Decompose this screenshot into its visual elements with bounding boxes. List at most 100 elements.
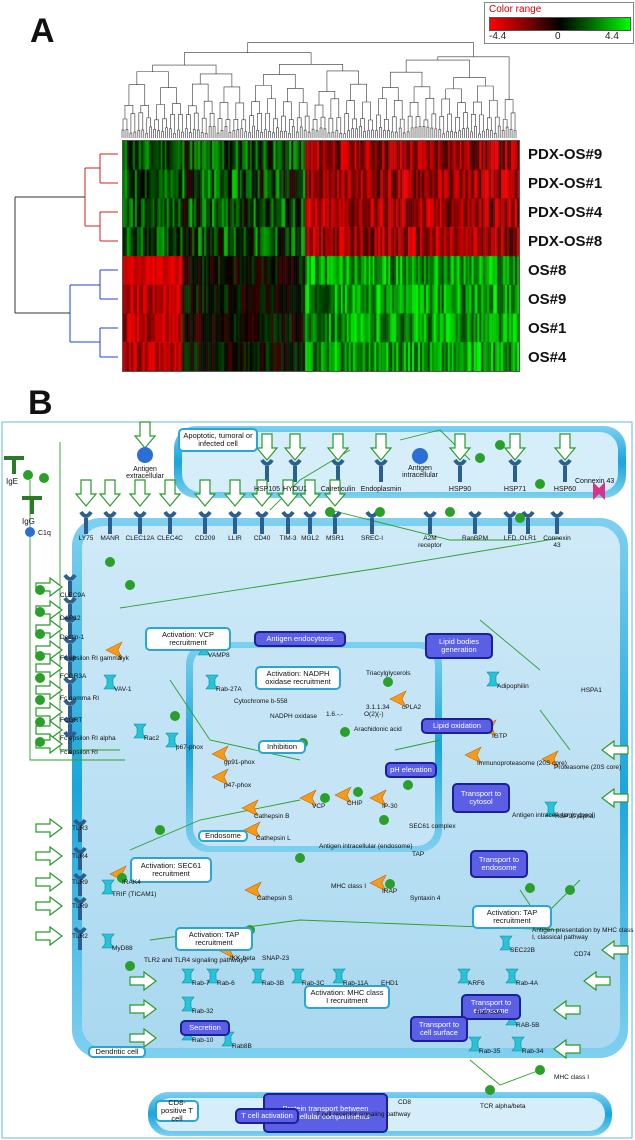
- hsp90a-icon: [544, 801, 558, 817]
- input-arrow-icon: [250, 479, 274, 507]
- activation-badge-icon: [23, 470, 33, 480]
- membrane-receptor-icon: [103, 510, 117, 534]
- top-protein-icon: [453, 458, 467, 482]
- activation-badge-icon: [298, 738, 308, 748]
- igg-icon: [22, 496, 42, 514]
- membrane-receptor-icon: [133, 510, 147, 534]
- top-protein-icon: [260, 458, 274, 482]
- left-receptor-icon: [63, 573, 77, 597]
- membrane-receptor-icon: [255, 510, 269, 534]
- antigen-intracellular-icon: [412, 448, 428, 464]
- cats-icon: [244, 881, 262, 899]
- legend-title: Color range: [489, 4, 542, 15]
- p67-icon: [165, 732, 179, 748]
- adipo-icon: [486, 671, 500, 687]
- rab27-icon: [205, 674, 219, 690]
- membrane-receptor-icon: [303, 510, 317, 534]
- membrane-receptor-icon: [423, 510, 437, 534]
- sample-label: PDX-OS#9: [528, 146, 603, 163]
- activation-badge-icon: [485, 1085, 495, 1095]
- rab34-icon: [511, 1036, 525, 1052]
- activation-badge-icon: [383, 677, 393, 687]
- activation-badge-icon: [35, 695, 45, 705]
- activation-badge-icon: [475, 453, 485, 463]
- activation-badge-icon: [35, 737, 45, 747]
- sample-label: OS#1: [528, 320, 567, 337]
- rab4a-icon: [505, 968, 519, 984]
- rab3c-icon: [291, 968, 305, 984]
- input-arrow-icon: [35, 895, 63, 917]
- tlr-icon: [73, 896, 87, 920]
- activation-badge-icon: [39, 473, 49, 483]
- input-arrow-icon: [35, 925, 63, 947]
- chip-icon: [334, 786, 352, 804]
- c1q-icon: [25, 527, 35, 537]
- activation-badge-icon: [125, 580, 135, 590]
- activation-badge-icon: [525, 883, 535, 893]
- activation-badge-icon: [320, 793, 330, 803]
- input-arrow-icon: [326, 433, 350, 461]
- sample-label: PDX-OS#4: [528, 204, 603, 221]
- activation-badge-icon: [155, 825, 165, 835]
- irap-icon: [369, 874, 387, 892]
- activation-badge-icon: [403, 780, 413, 790]
- input-arrow-icon: [133, 421, 157, 449]
- prot-icon: [541, 750, 559, 768]
- left-receptor-icon: [63, 730, 77, 754]
- input-arrow-icon: [35, 871, 63, 893]
- activation-badge-icon: [35, 651, 45, 661]
- tlr-icon: [73, 872, 87, 896]
- activation-badge-icon: [375, 507, 385, 517]
- arf6-icon: [457, 968, 471, 984]
- membrane-receptor-icon: [281, 510, 295, 534]
- panel-b-letter: B: [28, 384, 53, 422]
- activation-badge-icon: [340, 727, 350, 737]
- connexin-icon: [593, 482, 605, 500]
- activation-badge-icon: [35, 585, 45, 595]
- input-arrow-icon: [601, 739, 629, 761]
- p47-icon: [211, 768, 229, 786]
- top-protein-icon: [558, 458, 572, 482]
- input-arrow-icon: [35, 679, 63, 701]
- rab11a-icon: [332, 968, 346, 984]
- input-arrow-icon: [35, 657, 63, 679]
- antigen-extracellular-icon: [137, 447, 153, 463]
- top-protein-icon: [508, 458, 522, 482]
- activation-badge-icon: [170, 711, 180, 721]
- input-arrow-icon: [601, 939, 629, 961]
- sample-label: PDX-OS#8: [528, 233, 603, 250]
- membrane-receptor-icon: [550, 510, 564, 534]
- input-arrow-icon: [129, 998, 157, 1020]
- input-arrow-icon: [129, 970, 157, 992]
- activation-badge-icon: [385, 879, 395, 889]
- tlr-icon: [73, 818, 87, 842]
- sample-label: OS#9: [528, 291, 567, 308]
- activation-badge-icon: [125, 961, 135, 971]
- rac2-icon: [133, 723, 147, 739]
- activation-badge-icon: [245, 925, 255, 935]
- ip30-icon: [369, 789, 387, 807]
- cpla2-icon: [389, 690, 407, 708]
- activation-badge-icon: [105, 557, 115, 567]
- column-dendrogram: [121, 42, 517, 138]
- activation-badge-icon: [379, 815, 389, 825]
- input-arrow-icon: [129, 1027, 157, 1049]
- input-arrow-icon: [35, 701, 63, 723]
- tlr-icon: [73, 926, 87, 950]
- myd88-icon: [101, 933, 115, 949]
- input-arrow-icon: [553, 1038, 581, 1060]
- tlr-icon: [73, 846, 87, 870]
- input-arrow-icon: [448, 433, 472, 461]
- legend-max: 4.4: [605, 31, 619, 42]
- input-arrow-icon: [283, 433, 307, 461]
- input-arrow-icon: [98, 479, 122, 507]
- membrane-receptor-icon: [163, 510, 177, 534]
- activation-badge-icon: [535, 1065, 545, 1075]
- activation-badge-icon: [535, 479, 545, 489]
- left-receptor-icon: [63, 698, 77, 722]
- left-receptor-icon: [63, 676, 77, 700]
- sec22b-icon: [499, 935, 513, 951]
- activation-badge-icon: [325, 507, 335, 517]
- row-dendrogram: [14, 153, 118, 358]
- input-arrow-icon: [323, 479, 347, 507]
